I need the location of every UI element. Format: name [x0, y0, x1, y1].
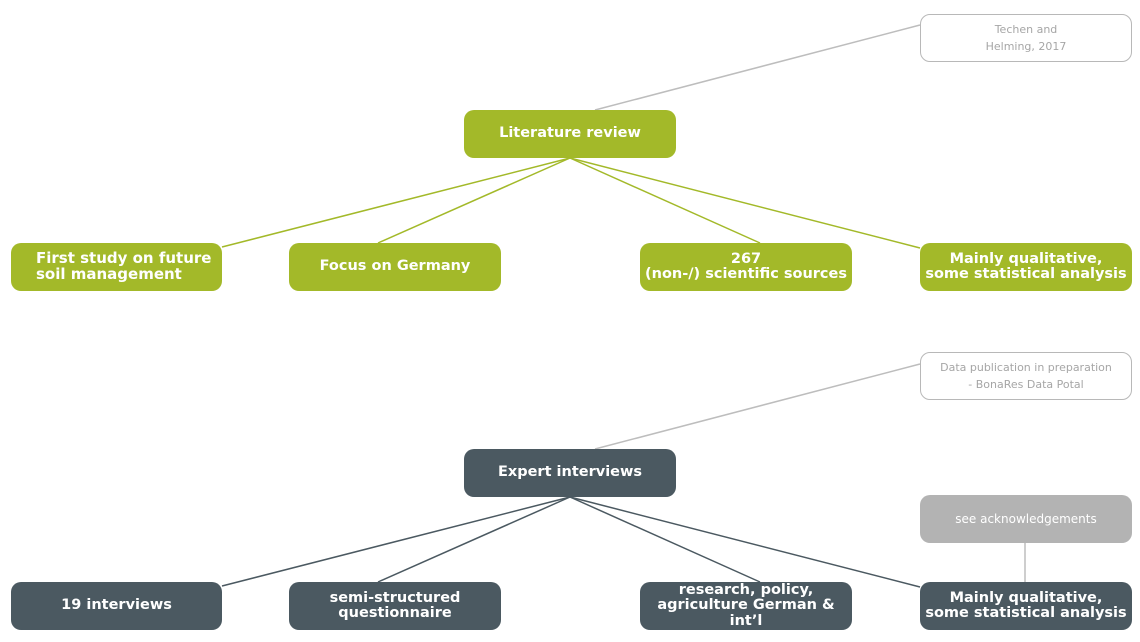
expert-interviews-node: Expert interviews — [464, 449, 676, 497]
literature-child-sources-line-1: 267 — [730, 250, 762, 267]
literature-child-qualitative-line-1: Mainly qualitative, — [949, 250, 1103, 267]
interviews-child-participants-line-1: research, policy, — [678, 582, 814, 599]
literature-child-qualitative-line-2: some statistical analysis — [925, 266, 1127, 282]
interviews-child-qualitative-line-2: some statistical analysis — [925, 605, 1127, 621]
literature-citation-box: Techen and Helming, 2017 — [920, 14, 1132, 62]
connector-literature-citation — [594, 24, 921, 111]
interviews-citation-box: Data publication in preparation - BonaRe… — [920, 352, 1132, 400]
connector-interviews-child-4 — [569, 496, 921, 588]
interviews-child-count: 19 interviews — [11, 582, 222, 630]
literature-child-sources-line-2: (non-/) scientific sources — [645, 266, 847, 282]
interviews-child-qualitative-line-1: Mainly qualitative, — [949, 589, 1103, 606]
connector-literature-child-3 — [569, 157, 761, 244]
literature-child-focus-germany: Focus on Germany — [289, 243, 501, 291]
literature-child-focus-germany-label: Focus on Germany — [319, 258, 471, 275]
interviews-citation-line-1: Data publication in preparation — [940, 360, 1112, 374]
interviews-child-questionnaire-line-1: semi-structured — [329, 589, 461, 606]
connector-literature-child-2 — [377, 157, 571, 244]
connector-interviews-child-3 — [569, 496, 761, 583]
literature-review-label: Literature review — [499, 125, 641, 142]
interviews-child-questionnaire-line-2: questionnaire — [338, 605, 452, 621]
interviews-child-count-label: 19 interviews — [61, 597, 172, 614]
connector-interviews-child-1 — [221, 496, 571, 587]
literature-citation-line-1: Techen and — [994, 22, 1058, 36]
expert-interviews-label: Expert interviews — [497, 464, 643, 481]
connector-literature-child-1 — [221, 157, 571, 248]
connector-interviews-child-2 — [377, 496, 571, 583]
literature-child-first-study: First study on future soil management — [11, 243, 222, 291]
interviews-child-participants: research, policy, agriculture German & i… — [640, 582, 852, 630]
literature-child-first-study-line-2: soil management — [36, 265, 182, 283]
connector-interviews-citation — [594, 363, 921, 450]
acknowledgement-label: see acknowledgements — [955, 511, 1097, 526]
literature-child-qualitative: Mainly qualitative, some statistical ana… — [920, 243, 1132, 291]
literature-child-sources: 267 (non-/) scientific sources — [640, 243, 852, 291]
literature-child-first-study-line-1: First study on future — [36, 249, 212, 268]
interviews-child-qualitative: Mainly qualitative, some statistical ana… — [920, 582, 1132, 630]
connector-literature-child-4 — [569, 157, 921, 249]
interviews-child-participants-line-2: agriculture German & int’l — [657, 597, 835, 629]
interviews-citation-line-2: - BonaRes Data Potal — [968, 378, 1084, 391]
literature-review-node: Literature review — [464, 110, 676, 158]
literature-citation-line-2: Helming, 2017 — [985, 40, 1067, 53]
acknowledgement-box: see acknowledgements — [920, 495, 1132, 543]
interviews-child-questionnaire: semi-structured questionnaire — [289, 582, 501, 630]
